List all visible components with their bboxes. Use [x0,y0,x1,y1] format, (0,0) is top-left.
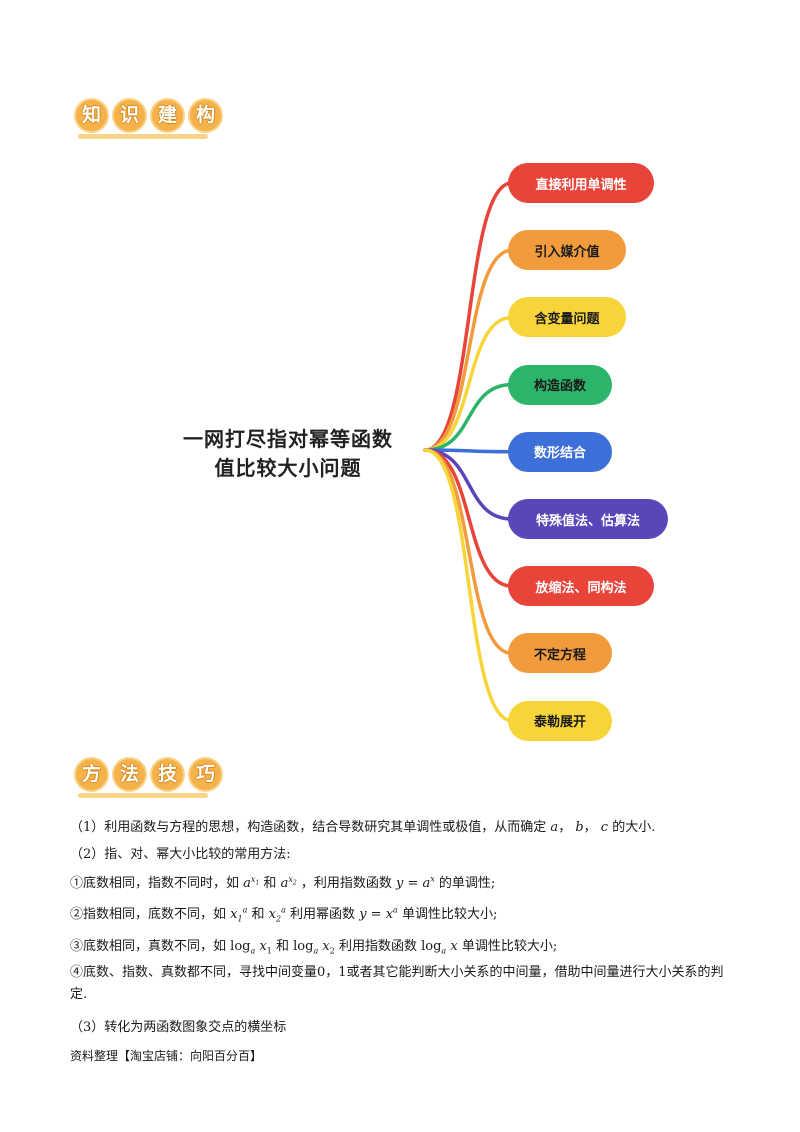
method-2-mid: 和 [251,907,265,922]
formula-x1-a: x1a [230,905,248,924]
footer-source: 资料整理【淘宝店铺：向阳百分百】 [70,1049,263,1063]
branch-connector [423,315,514,452]
title-underline [78,134,208,139]
var-a: a [550,820,559,835]
branch-connector [423,248,514,452]
formula-log-a-x1: loga x1 [230,939,272,956]
method-1-tail: 的单调性; [438,876,496,891]
title-char: 方 [74,757,109,792]
method-1-mid: 和 [263,876,277,891]
branch-connector [423,448,514,454]
formula-log-a-x: loga x [421,939,458,956]
var-c: c [600,820,609,835]
method-1-prefix: ①底数相同，指数不同时，如 [70,876,240,891]
branch-connector [423,181,514,452]
paragraph-1-text: （1）利用函数与方程的思想，构造函数，结合导数研究其单调性或极值，从而确定 [70,820,547,835]
title-char: 法 [112,757,147,792]
mindmap-branch-node[interactable]: 泰勒展开 [508,700,612,741]
method-2-tail: 单调性比较大小; [401,907,498,922]
mindmap-branch-node[interactable]: 放缩法、同构法 [508,566,654,607]
title-char: 建 [150,98,185,133]
method-3-mid: 和 [275,939,289,954]
mindmap-branch-node[interactable]: 直接利用单调性 [508,163,654,203]
method-3: ③底数相同，真数不同，如 loga x1 和 loga x2 利用指数函数 lo… [70,935,557,956]
central-topic-line1: 一网打尽指对幂等函数 [183,427,393,451]
section-title-methods: 方 法 技 巧 [74,757,223,792]
method-3-after: 利用指数函数 [338,939,417,954]
mindmap-branch-node[interactable]: 引入媒介值 [508,230,626,271]
paragraph-3: （3）转化为两函数图象交点的横坐标 [70,1020,287,1035]
mindmap-branch-node[interactable]: 特殊值法、估算法 [508,499,668,539]
mindmap-branch-node[interactable]: 构造函数 [508,364,612,405]
method-4: ④底数、指数、真数都不同，寻找中间变量0，1或者其它能判断大小关系的中间量，借助… [70,965,724,1002]
title-char: 识 [112,98,147,133]
paragraph-1-tail: 的大小. [612,820,656,835]
title-underline [78,793,208,798]
branch-connector [423,382,514,452]
paragraph-1: （1）利用函数与方程的思想，构造函数，结合导数研究其单调性或极值，从而确定 a，… [70,820,656,835]
branch-connector [423,448,514,521]
method-2: ②指数相同，底数不同，如 x1a 和 x2a 利用幂函数 y = xa 单调性比… [70,903,497,924]
formula-x2-a: x2a [268,905,286,924]
formula-log-a-x2: loga x2 [293,939,335,956]
mindmap-connectors [423,181,514,723]
mindmap-branch-node[interactable]: 含变量问题 [508,297,626,338]
section-title-knowledge: 知 识 建 构 [74,98,223,133]
title-char: 巧 [188,757,223,792]
method-1-after: ，利用指数函数 [300,876,392,891]
mindmap-branch-node[interactable]: 数形结合 [508,431,612,472]
method-3-prefix: ③底数相同，真数不同，如 [70,939,227,954]
formula-a-x2: ax2 [280,874,297,891]
central-topic-line2: 值比较大小问题 [214,456,362,480]
var-b: b [575,820,584,835]
mindmap-branch-node[interactable]: 不定方程 [508,633,612,674]
title-char: 构 [188,98,223,133]
mindmap-central-topic: 一网打尽指对幂等函数 值比较大小问题 [168,425,408,483]
method-3-tail: 单调性比较大小; [461,939,558,954]
formula-y-eq-a-x: y = ax [395,874,435,891]
method-2-after: 利用幂函数 [290,907,356,922]
formula-a-x1: ax1 [243,874,260,891]
branch-connector [423,448,514,723]
branch-connector [423,448,514,588]
title-char: 知 [74,98,109,133]
paragraph-2: （2）指、对、幂大小比较的常用方法: [70,847,291,862]
title-char: 技 [150,757,185,792]
method-2-prefix: ②指数相同，底数不同，如 [70,907,227,922]
method-1: ①底数相同，指数不同时，如 ax1 和 ax2 ，利用指数函数 y = ax 的… [70,872,495,891]
formula-y-eq-x-a: y = xa [359,905,398,922]
